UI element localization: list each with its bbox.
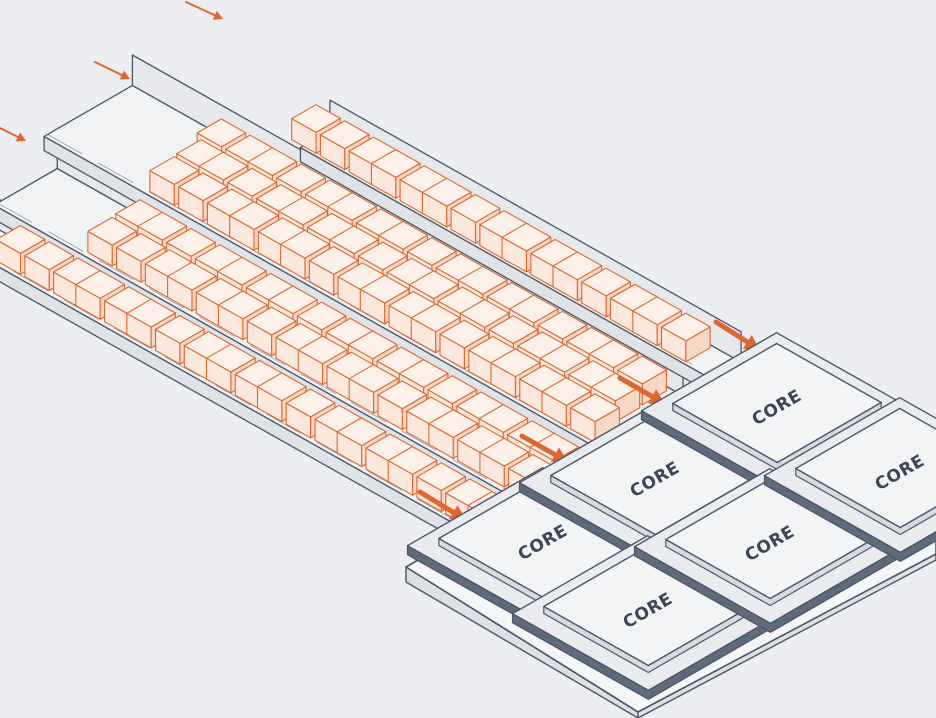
output-arrow-icon-shaft <box>519 433 558 458</box>
cube-top-face <box>247 147 298 177</box>
cube-top-face <box>459 298 510 328</box>
cube-top-face <box>416 462 467 492</box>
cube-top-face <box>256 372 307 402</box>
cube-top-face <box>529 432 580 462</box>
cube-top-face <box>137 211 188 241</box>
cube-top-face <box>327 192 377 221</box>
cube-top-face <box>319 120 370 150</box>
cube-top-face <box>217 256 267 286</box>
cube-top-face <box>588 339 639 369</box>
cube-top-face <box>308 245 359 275</box>
cube-top-face <box>488 315 539 345</box>
cube-top-face <box>406 237 457 266</box>
cube-top-face <box>347 330 398 360</box>
input-arrow-icon-head <box>212 10 223 20</box>
cube-top-face <box>377 380 428 410</box>
cube-top-face <box>329 225 379 255</box>
cube-top-face <box>398 359 449 388</box>
cube-top-face <box>268 285 318 315</box>
cube-top-face <box>581 267 631 297</box>
cube-top-face <box>291 104 341 133</box>
input-arrow-icon <box>94 61 130 80</box>
input-arrow-icon-head <box>15 132 26 142</box>
cube-top-face <box>217 290 268 320</box>
cube-top-face <box>479 437 530 467</box>
cube-top-face <box>154 314 205 344</box>
cube-top-face <box>457 265 508 295</box>
input-arrow-icon-shaft <box>185 1 216 17</box>
cube-top-face <box>387 446 438 475</box>
data-cube-icon <box>660 312 711 363</box>
data-cube-icon <box>570 393 620 444</box>
input-arrow-icon-shaft <box>94 61 123 77</box>
input-arrow-icon <box>0 127 26 142</box>
cube-top-face <box>87 216 138 246</box>
cube-top-face <box>205 343 256 373</box>
cube-top-face <box>508 294 559 324</box>
cube-top-face <box>539 343 590 373</box>
cube-top-face <box>0 225 46 254</box>
cube-top-face <box>198 151 249 181</box>
cube-top-face <box>196 118 247 148</box>
output-arrow-icon-shaft <box>617 375 655 399</box>
cube-top-face <box>229 201 279 230</box>
cube-top-face <box>359 274 410 304</box>
cube-top-face <box>357 241 408 271</box>
input-arrow-icon-shaft <box>0 127 19 138</box>
cube-top-face <box>126 298 176 328</box>
cube-top-face <box>348 364 399 393</box>
cube-top-face <box>660 312 711 342</box>
cube-top-face <box>439 319 490 349</box>
input-arrow-icon <box>185 1 223 20</box>
cube-top-face <box>617 355 668 385</box>
cube-top-face <box>178 172 228 202</box>
cube-top-face <box>280 229 330 259</box>
cube-top-face <box>285 388 336 418</box>
cube-top-face <box>297 335 348 365</box>
cube-top-face <box>227 167 277 197</box>
data-cubes <box>0 104 711 541</box>
cube-top-face <box>149 156 200 185</box>
cube-top-face <box>478 404 529 433</box>
cube-top-face <box>296 301 347 331</box>
cube-top-face <box>632 296 682 326</box>
core-6: CORE <box>763 397 936 562</box>
output-arrow-icon-shaft <box>417 489 456 515</box>
cube-top-face <box>75 270 126 299</box>
cube-top-face <box>166 227 216 257</box>
cube-top-face <box>370 149 421 178</box>
cube-top-face <box>427 375 478 405</box>
cube-top-face <box>378 220 428 250</box>
cube-top-face <box>421 177 472 207</box>
cube-top-face <box>450 193 501 223</box>
cube-top-face <box>116 233 166 262</box>
cube-top-face <box>537 310 588 340</box>
cube-top-face <box>408 270 459 300</box>
cube-top-face <box>541 377 592 406</box>
tray-rail <box>0 203 511 493</box>
cube-top-face <box>428 409 479 438</box>
cube-top-face <box>336 417 387 447</box>
cube-top-face <box>246 306 297 336</box>
cube-top-face <box>570 393 620 423</box>
core-die-top <box>795 407 936 529</box>
cube-top-face <box>24 241 75 271</box>
output-arrow-icon-shaft <box>713 319 750 345</box>
cube-top-face <box>501 222 552 252</box>
cube-top-face <box>278 196 328 226</box>
cube-top-face <box>167 261 217 291</box>
cube-top-face <box>410 303 461 333</box>
core-die-top <box>672 342 882 464</box>
input-arrow-icon-head <box>119 70 130 80</box>
tray-rail <box>0 263 459 523</box>
cube-top-face <box>552 251 603 281</box>
cube-top-face <box>490 348 541 378</box>
cube-top-face <box>276 163 326 193</box>
